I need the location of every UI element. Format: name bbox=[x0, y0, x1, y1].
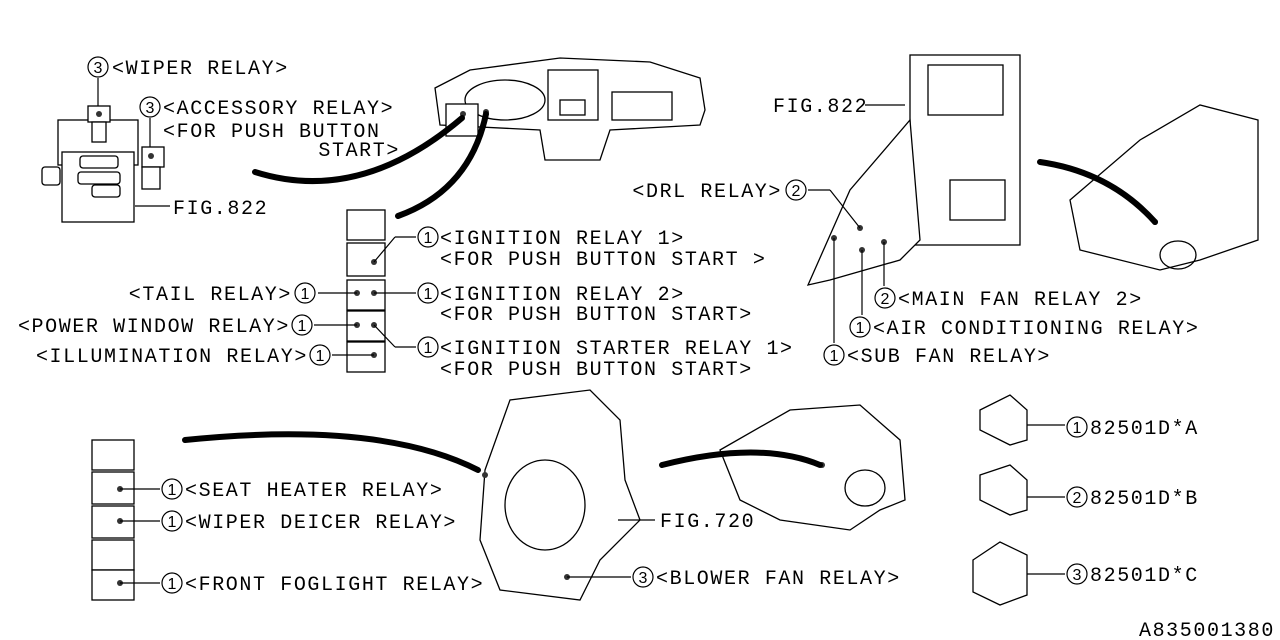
svg-text:<ACCESSORY RELAY>: <ACCESSORY RELAY> bbox=[163, 98, 394, 121]
fig-822-ref-left: FIG.822 bbox=[173, 198, 268, 221]
svg-text:<WIPER RELAY>: <WIPER RELAY> bbox=[112, 58, 289, 81]
svg-text:<DRL RELAY>: <DRL RELAY> bbox=[632, 181, 782, 204]
svg-text:<ILLUMINATION RELAY>: <ILLUMINATION RELAY> bbox=[36, 346, 308, 369]
svg-text:82501D*B: 82501D*B bbox=[1090, 488, 1199, 511]
callout-seat-heater-relay: 1 <SEAT HEATER RELAY> bbox=[161, 478, 443, 503]
callout-power-window-relay: <POWER WINDOW RELAY> 1 bbox=[18, 314, 313, 339]
callout-ignition-relay-2: 1 <IGNITION RELAY 2> <FOR PUSH BUTTON ST… bbox=[417, 282, 753, 327]
svg-text:82501D*C: 82501D*C bbox=[1090, 565, 1199, 588]
callout-sub-fan-relay: 1 <SUB FAN RELAY> bbox=[823, 344, 1051, 369]
svg-text:<IGNITION STARTER RELAY 1>: <IGNITION STARTER RELAY 1> bbox=[440, 338, 794, 361]
svg-text:START>: START> bbox=[318, 140, 400, 163]
svg-text:1: 1 bbox=[168, 482, 177, 499]
svg-text:1: 1 bbox=[424, 230, 433, 247]
svg-text:2: 2 bbox=[1073, 490, 1082, 507]
callout-drl-relay: <DRL RELAY> 2 bbox=[632, 179, 807, 204]
svg-text:<POWER WINDOW RELAY>: <POWER WINDOW RELAY> bbox=[18, 316, 290, 339]
svg-text:<AIR CONDITIONING RELAY>: <AIR CONDITIONING RELAY> bbox=[873, 318, 1199, 341]
fig-822-ref-right: FIG.822 bbox=[773, 96, 868, 119]
svg-text:<WIPER DEICER RELAY>: <WIPER DEICER RELAY> bbox=[185, 512, 457, 535]
callout-ignition-relay-1: 1 <IGNITION RELAY 1> <FOR PUSH BUTTON ST… bbox=[417, 226, 766, 272]
svg-text:3: 3 bbox=[94, 60, 103, 77]
callout-air-conditioning-relay: 1 <AIR CONDITIONING RELAY> bbox=[849, 316, 1199, 341]
part-number-a: 1 82501D*A bbox=[1066, 416, 1199, 441]
svg-text:1: 1 bbox=[298, 318, 307, 335]
svg-text:<IGNITION RELAY 1>: <IGNITION RELAY 1> bbox=[440, 228, 685, 251]
relay-type-a-drawing bbox=[979, 394, 1065, 446]
lower-relay-block-drawing bbox=[91, 439, 160, 601]
svg-text:<IGNITION RELAY 2>: <IGNITION RELAY 2> bbox=[440, 284, 685, 307]
car-front-drawing bbox=[1037, 104, 1259, 271]
callout-front-foglight-relay: 1 <FRONT FOGLIGHT RELAY> bbox=[161, 572, 484, 597]
wiper-relay-bracket-drawing bbox=[41, 78, 170, 223]
callout-main-fan-relay-2: 2 <MAIN FAN RELAY 2> bbox=[874, 287, 1143, 312]
callout-illumination-relay: <ILLUMINATION RELAY> 1 bbox=[36, 344, 331, 369]
svg-text:2: 2 bbox=[881, 291, 890, 308]
svg-text:<SUB FAN RELAY>: <SUB FAN RELAY> bbox=[847, 346, 1051, 369]
callout-wiper-deicer-relay: 1 <WIPER DEICER RELAY> bbox=[161, 510, 457, 535]
callout-ignition-starter-relay-1: 1 <IGNITION STARTER RELAY 1> <FOR PUSH B… bbox=[417, 336, 794, 382]
svg-text:<TAIL RELAY>: <TAIL RELAY> bbox=[129, 284, 292, 307]
svg-text:<SEAT HEATER RELAY>: <SEAT HEATER RELAY> bbox=[185, 480, 443, 503]
svg-text:<FRONT FOGLIGHT RELAY>: <FRONT FOGLIGHT RELAY> bbox=[185, 574, 484, 597]
svg-text:1: 1 bbox=[856, 320, 865, 337]
svg-text:<FOR PUSH BUTTON START>: <FOR PUSH BUTTON START> bbox=[440, 304, 753, 327]
relay-type-c-drawing bbox=[972, 541, 1065, 606]
svg-text:1: 1 bbox=[424, 340, 433, 357]
callout-wiper-relay: 3 <WIPER RELAY> bbox=[87, 56, 289, 81]
svg-text:<FOR PUSH BUTTON START>: <FOR PUSH BUTTON START> bbox=[440, 359, 753, 382]
svg-text:1: 1 bbox=[168, 576, 177, 593]
svg-text:<MAIN FAN RELAY 2>: <MAIN FAN RELAY 2> bbox=[898, 289, 1143, 312]
fig-720-ref: FIG.720 bbox=[660, 511, 755, 534]
svg-text:1: 1 bbox=[168, 514, 177, 531]
part-number-b: 2 82501D*B bbox=[1066, 486, 1199, 511]
svg-text:3: 3 bbox=[146, 100, 155, 117]
svg-text:2: 2 bbox=[792, 183, 801, 200]
svg-text:3: 3 bbox=[1073, 567, 1082, 584]
fuse-box-drawing bbox=[806, 54, 1021, 343]
svg-text:1: 1 bbox=[316, 348, 325, 365]
svg-text:<FOR PUSH BUTTON START >: <FOR PUSH BUTTON START > bbox=[440, 249, 766, 272]
center-relay-block-drawing bbox=[314, 209, 416, 373]
callout-tail-relay: <TAIL RELAY> 1 bbox=[129, 282, 316, 307]
svg-text:82501D*A: 82501D*A bbox=[1090, 418, 1199, 441]
svg-text:3: 3 bbox=[639, 570, 648, 587]
callout-blower-fan-relay: 3 <BLOWER FAN RELAY> bbox=[632, 566, 901, 591]
relay-type-b-drawing bbox=[979, 464, 1065, 516]
svg-text:<BLOWER FAN RELAY>: <BLOWER FAN RELAY> bbox=[656, 568, 901, 591]
dashboard-drawing bbox=[252, 57, 706, 219]
svg-text:1: 1 bbox=[301, 286, 310, 303]
part-number-c: 3 82501D*C bbox=[1066, 563, 1199, 588]
blower-unit-drawing bbox=[182, 389, 655, 601]
callout-accessory-relay: 3 <ACCESSORY RELAY> <FOR PUSH BUTTON STA… bbox=[139, 96, 400, 163]
svg-text:1: 1 bbox=[830, 348, 839, 365]
svg-text:<FOR PUSH BUTTON: <FOR PUSH BUTTON bbox=[163, 121, 381, 144]
car-rear-drawing bbox=[659, 404, 906, 531]
figure-id: A835001380 bbox=[1139, 620, 1275, 640]
svg-text:1: 1 bbox=[1073, 420, 1082, 437]
svg-text:1: 1 bbox=[424, 286, 433, 303]
